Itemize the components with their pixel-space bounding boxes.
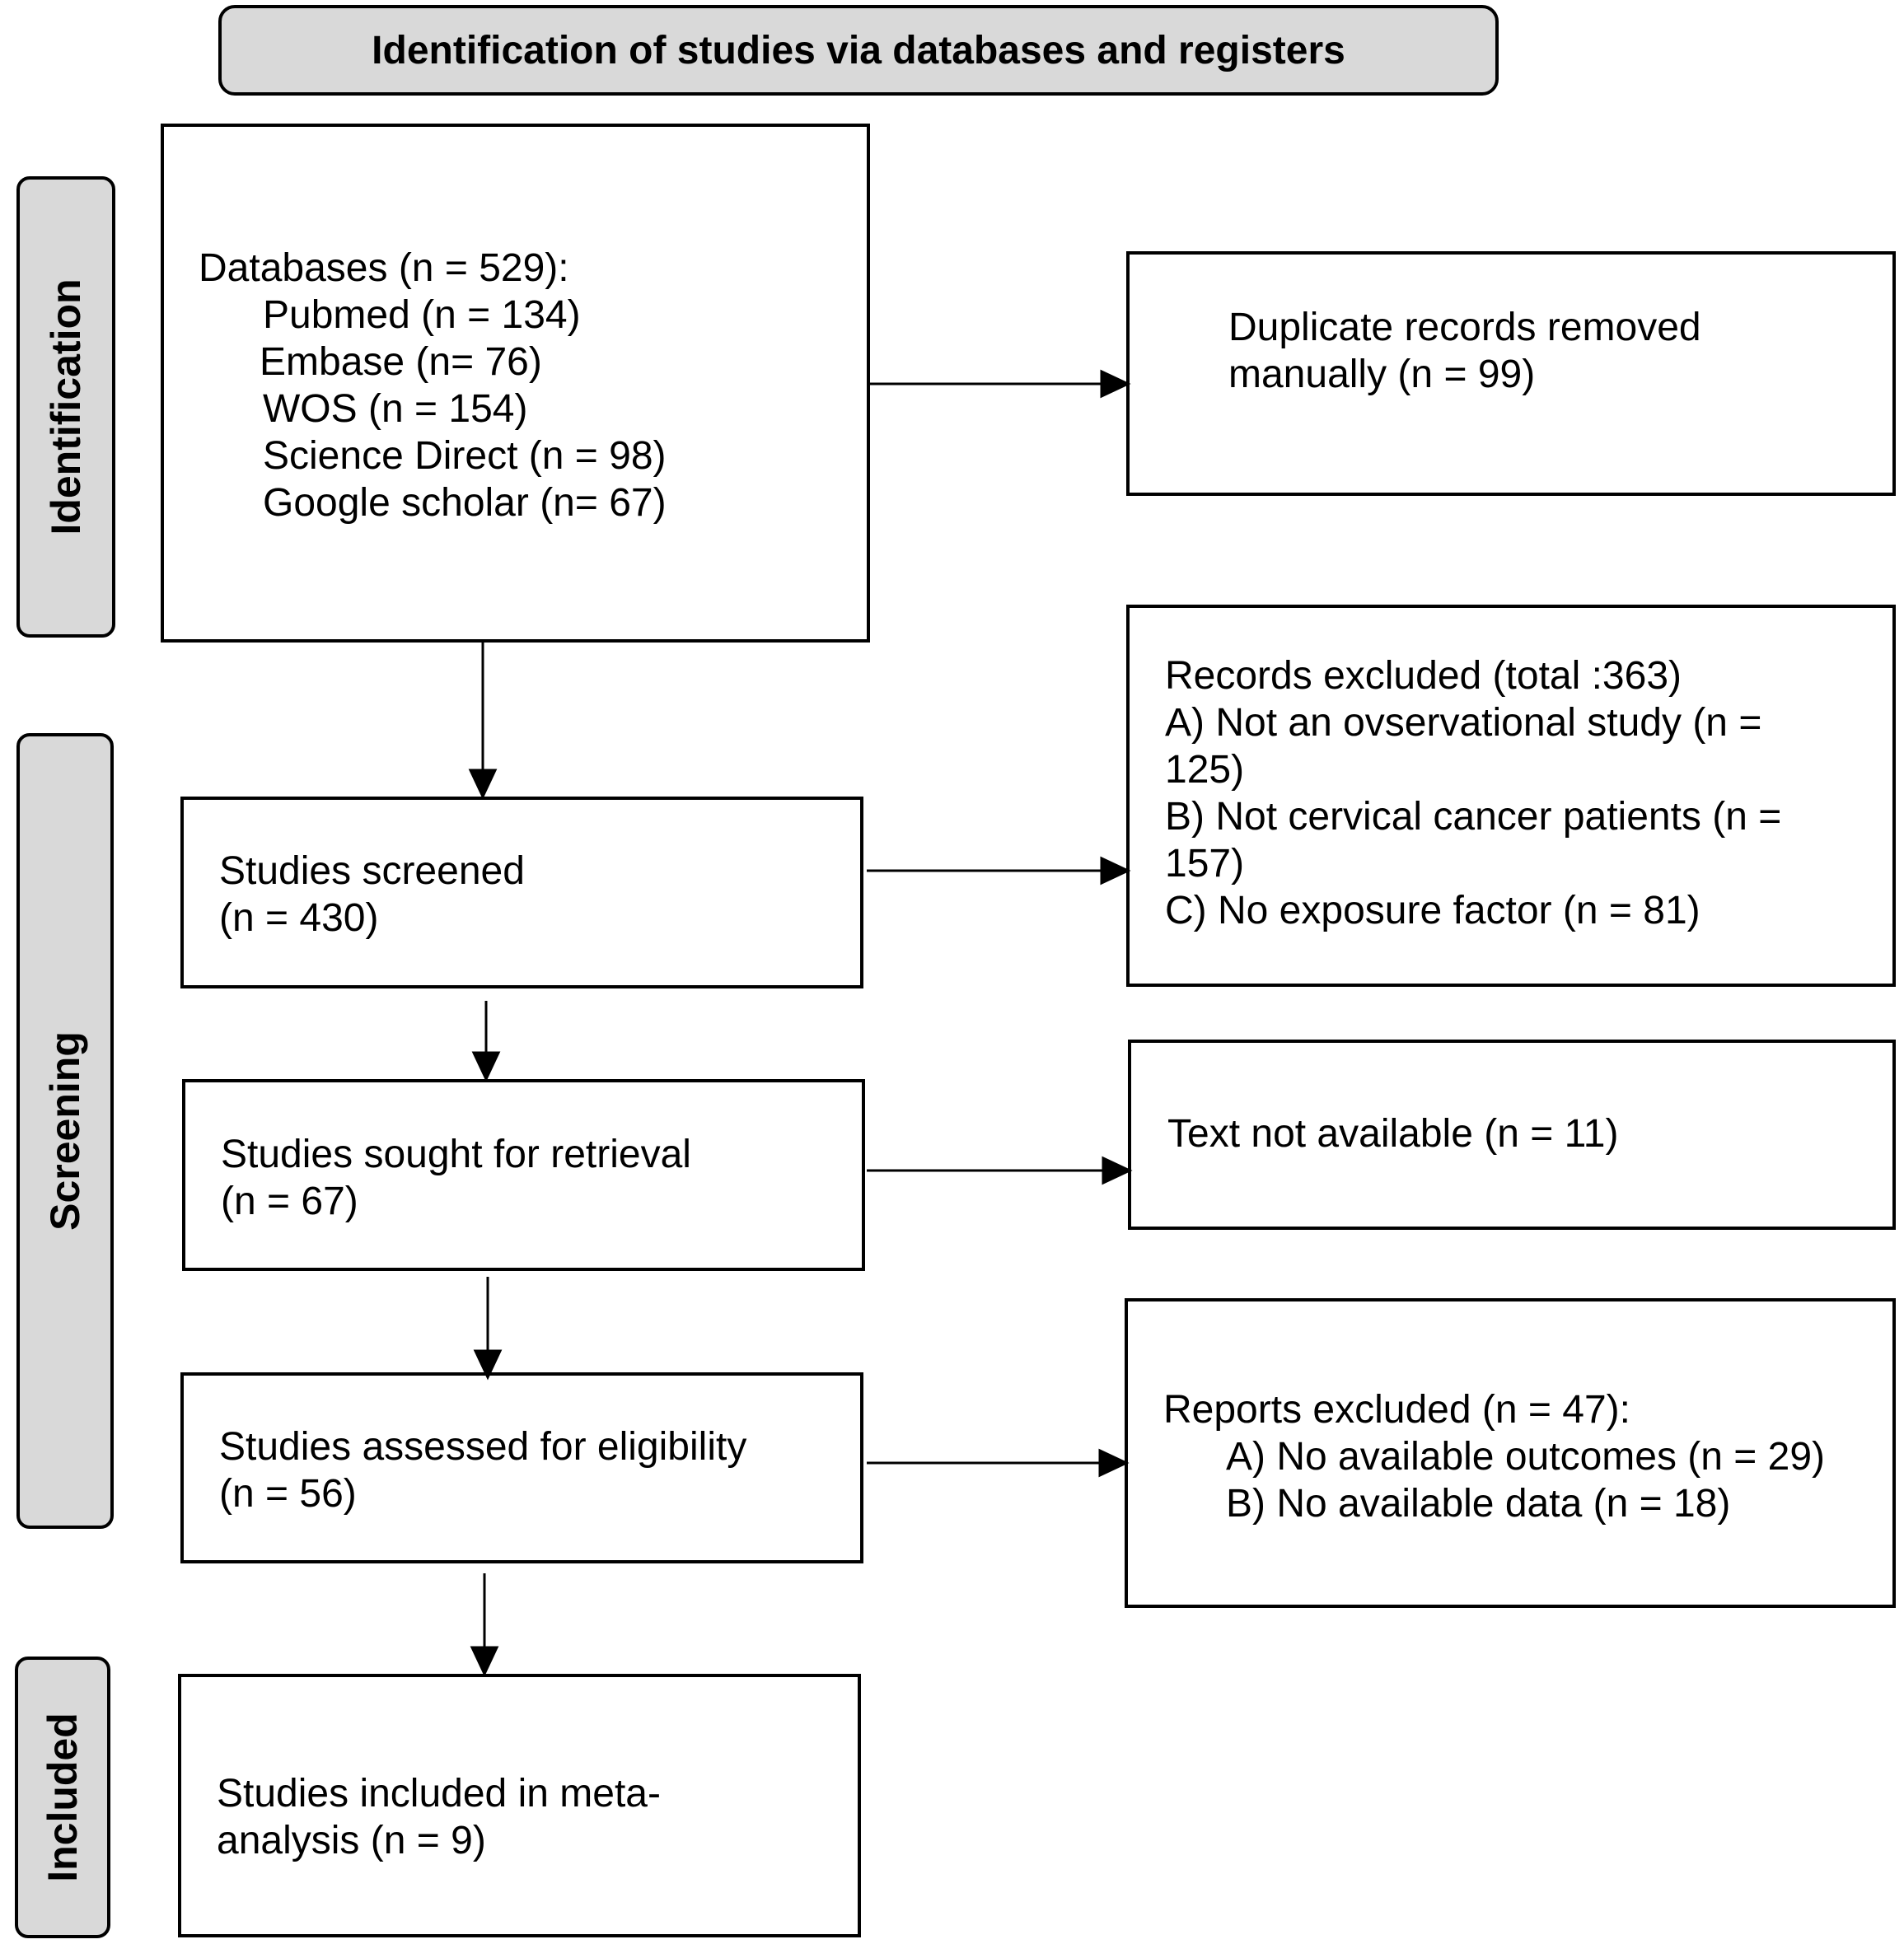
records-excluded-line: A) Not an ovservational study (n =: [1165, 701, 1762, 745]
database-item: Science Direct (n = 98): [263, 434, 667, 478]
records-excluded-line: B) Not cervical cancer patients (n =: [1165, 795, 1782, 839]
databases-box: Databases (n = 529): Pubmed (n = 134) Em…: [161, 124, 870, 643]
not-available-line: Text not available (n = 11): [1167, 1112, 1619, 1156]
database-item: WOS (n = 154): [263, 387, 528, 431]
included-line: Studies included in meta-: [217, 1772, 661, 1815]
arrowhead: [1100, 856, 1131, 886]
phase-included: Included: [15, 1657, 110, 1938]
records-excluded-line: 125): [1165, 748, 1245, 792]
database-item: Embase (n= 76): [260, 340, 542, 384]
retrieval-box: Studies sought for retrieval (n = 67): [182, 1079, 865, 1271]
arrowhead: [1102, 1156, 1133, 1185]
database-item: Pubmed (n = 134): [263, 293, 581, 337]
screened-line: Studies screened: [219, 849, 525, 893]
arrowhead: [470, 1646, 499, 1677]
duplicates-removed-box: Duplicate records removed manually (n = …: [1126, 251, 1896, 496]
databases-title: Databases (n = 529):: [199, 246, 569, 290]
records-excluded-box: Records excluded (total :363) A) Not an …: [1126, 605, 1896, 987]
arrowhead: [1098, 1448, 1130, 1478]
reports-excluded-item: B) No available data (n = 18): [1226, 1482, 1731, 1526]
phase-screening: Screening: [16, 733, 114, 1529]
phase-identification: Identification: [16, 176, 115, 638]
arrowhead: [471, 1051, 501, 1082]
screened-line: (n = 430): [219, 896, 379, 940]
included-line: analysis (n = 9): [217, 1819, 486, 1862]
eligibility-box: Studies assessed for eligibility (n = 56…: [180, 1372, 863, 1563]
records-excluded-line: Records excluded (total :363): [1165, 654, 1682, 698]
eligibility-line: (n = 56): [219, 1472, 357, 1516]
text-not-available-box: Text not available (n = 11): [1128, 1040, 1896, 1230]
duplicates-line: Duplicate records removed: [1228, 306, 1701, 349]
duplicates-line: manually (n = 99): [1228, 353, 1536, 396]
section-header: Identification of studies via databases …: [218, 5, 1499, 96]
retrieval-line: Studies sought for retrieval: [221, 1133, 691, 1176]
records-excluded-line: C) No exposure factor (n = 81): [1165, 889, 1701, 932]
reports-excluded-item: A) No available outcomes (n = 29): [1226, 1435, 1826, 1479]
included-box: Studies included in meta- analysis (n = …: [178, 1674, 861, 1937]
reports-excluded-title: Reports excluded (n = 47):: [1163, 1388, 1630, 1432]
eligibility-line: Studies assessed for eligibility: [219, 1425, 747, 1469]
records-excluded-line: 157): [1165, 842, 1245, 886]
arrowhead: [1100, 369, 1131, 399]
arrowhead: [468, 769, 498, 800]
arrowhead: [473, 1349, 503, 1381]
database-item: Google scholar (n= 67): [263, 481, 667, 525]
reports-excluded-box: Reports excluded (n = 47): A) No availab…: [1125, 1298, 1896, 1608]
retrieval-line: (n = 67): [221, 1180, 358, 1223]
section-header-title: Identification of studies via databases …: [372, 28, 1345, 72]
studies-screened-box: Studies screened (n = 430): [180, 797, 863, 988]
